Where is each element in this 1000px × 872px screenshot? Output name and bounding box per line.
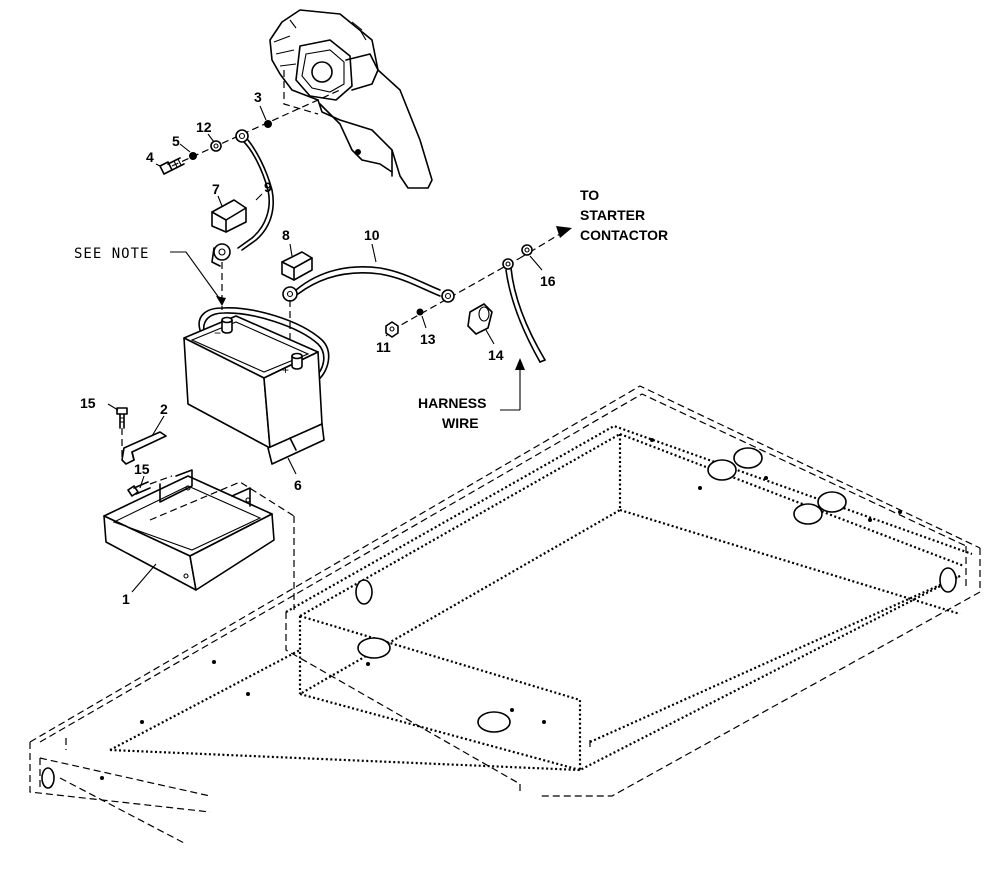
cable-9 bbox=[237, 139, 274, 251]
leader-lines bbox=[107, 105, 543, 593]
callout-10: 10 bbox=[364, 227, 380, 243]
callout-8: 8 bbox=[282, 227, 290, 243]
see-note-label: SEE NOTE bbox=[74, 246, 149, 262]
to-starter-line1: TO bbox=[580, 187, 599, 203]
base-frame bbox=[29, 385, 981, 845]
callout-2: 2 bbox=[160, 401, 168, 417]
callout-11: 11 bbox=[376, 339, 391, 355]
callout-6: 6 bbox=[294, 477, 302, 493]
cable-10 bbox=[282, 266, 441, 356]
harness-wire-line2: WIRE bbox=[442, 415, 479, 431]
top-fasteners bbox=[159, 89, 341, 175]
see-note-leader bbox=[170, 251, 226, 306]
engine-assembly bbox=[269, 9, 433, 189]
terminal-cover-8 bbox=[281, 251, 313, 281]
callout-12: 12 bbox=[196, 119, 212, 135]
text-labels: SEE NOTE TO STARTER CONTACTOR HARNESS WI… bbox=[74, 187, 668, 431]
callout-15-top: 15 bbox=[80, 395, 96, 411]
terminal-cover-7 bbox=[211, 199, 247, 233]
harness-wire-line1: HARNESS bbox=[418, 395, 486, 411]
callout-3: 3 bbox=[254, 89, 262, 105]
callout-7: 7 bbox=[212, 181, 220, 197]
to-starter-line3: CONTACTOR bbox=[580, 227, 668, 243]
callouts: 3 4 5 12 7 9 8 10 11 13 14 16 15 2 15 6 … bbox=[80, 89, 556, 607]
right-fasteners bbox=[385, 226, 572, 338]
to-starter-line2: STARTER bbox=[580, 207, 645, 223]
callout-9: 9 bbox=[264, 179, 272, 195]
battery-tray bbox=[103, 469, 295, 610]
harness-wire bbox=[505, 267, 546, 363]
callout-14: 14 bbox=[488, 347, 504, 363]
hold-down-clamp bbox=[116, 407, 173, 497]
callout-5: 5 bbox=[172, 133, 180, 149]
negative-symbol: − bbox=[214, 326, 221, 340]
callout-16: 16 bbox=[540, 273, 556, 289]
positive-symbol: + bbox=[282, 363, 289, 377]
callout-13: 13 bbox=[420, 331, 436, 347]
battery: − + bbox=[183, 307, 330, 465]
callout-1: 1 bbox=[122, 591, 130, 607]
callout-15-lower: 15 bbox=[134, 461, 150, 477]
callout-4: 4 bbox=[146, 149, 154, 165]
